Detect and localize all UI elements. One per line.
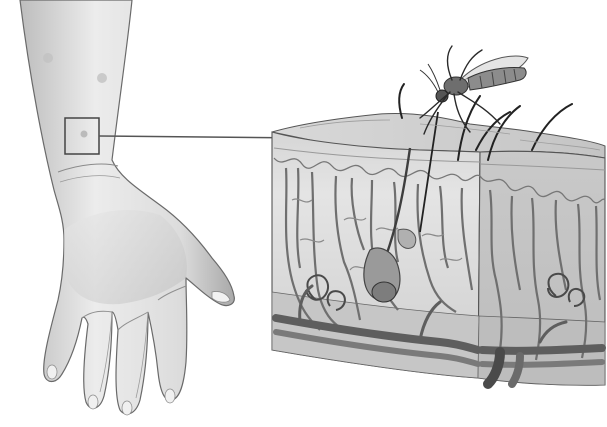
mosquito-thorax	[444, 77, 468, 95]
skin-spot	[43, 53, 53, 63]
bite-spot	[81, 131, 88, 138]
skin-block-illustration	[272, 84, 605, 385]
skin-spot	[97, 73, 107, 83]
hand-illustration	[20, 0, 234, 415]
forearm-shape	[20, 0, 234, 414]
